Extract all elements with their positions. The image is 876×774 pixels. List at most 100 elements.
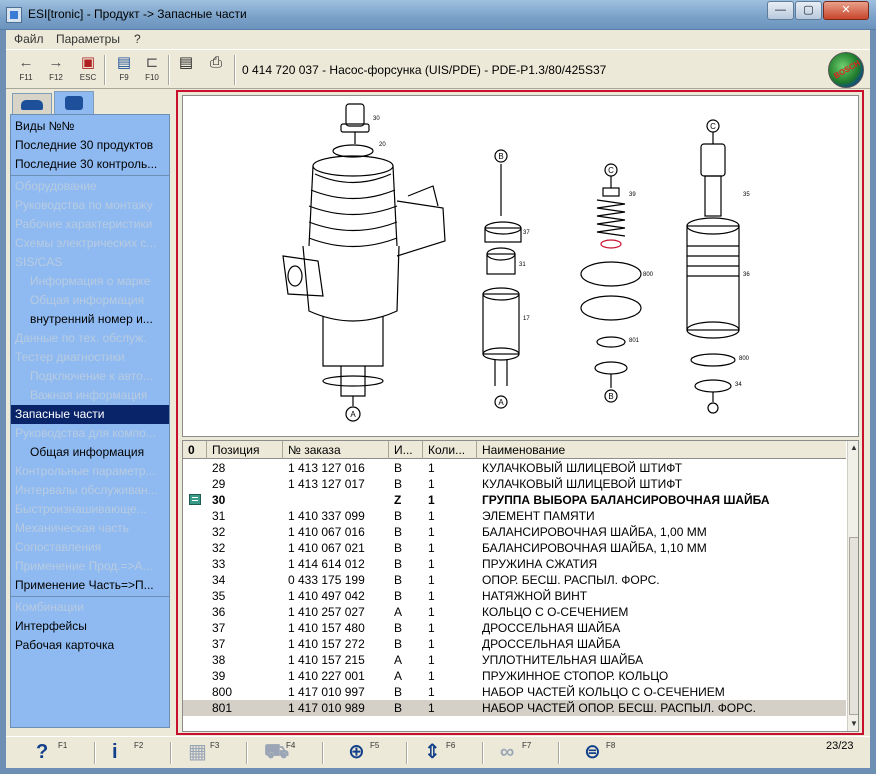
cell-code: B: [394, 557, 403, 571]
cell-qty: 1: [428, 685, 435, 699]
function-key-label: F6: [446, 741, 456, 750]
diagram-drawing: A B C A B C 30 20 37 31 17 39 800 801 35: [282, 103, 750, 422]
cell-code: B: [394, 525, 403, 539]
cell-pos: 32: [212, 541, 226, 555]
window-title: ESI[tronic] - Продукт -> Запасные части: [28, 7, 247, 21]
split-button[interactable]: ⇕F6: [424, 740, 458, 766]
column-header-position[interactable]: Позиция: [207, 441, 283, 459]
app-icon: [6, 7, 22, 23]
nav-item[interactable]: Последние 30 продуктов: [15, 138, 154, 152]
list-button[interactable]: ▤ F9: [110, 53, 138, 87]
tab-product[interactable]: [54, 91, 94, 115]
cell-name: ДРОССЕЛЬНАЯ ШАЙБА: [482, 621, 621, 635]
column-header-name[interactable]: Наименование: [482, 443, 566, 457]
nav-item: Тестер диагностики: [15, 350, 125, 364]
tree-button[interactable]: ⊏ F10: [138, 53, 166, 87]
svg-text:31: 31: [519, 262, 526, 268]
calculator-button: ▦F3: [188, 740, 222, 766]
column-header-order[interactable]: № заказа: [283, 441, 389, 459]
cell-pos: 29: [212, 477, 226, 491]
esc-icon: ▣: [80, 54, 96, 71]
minimize-button[interactable]: —: [767, 1, 794, 20]
cart-button: ⛟F4: [264, 740, 298, 766]
title-bar: ESI[tronic] - Продукт -> Запасные части …: [0, 0, 876, 30]
esc-button[interactable]: ▣ ESC: [74, 53, 102, 87]
car-icon: [21, 100, 43, 110]
back-button[interactable]: ← F11: [12, 53, 40, 87]
nav-item: Механическая часть: [15, 521, 130, 535]
svg-text:37: 37: [523, 230, 530, 236]
svg-text:34: 34: [735, 382, 742, 388]
cell-code: A: [394, 653, 403, 667]
toolbar-separator: [406, 742, 408, 764]
nav-item[interactable]: Интерфейсы: [15, 619, 87, 633]
maximize-button[interactable]: ▢: [795, 1, 822, 20]
forward-button[interactable]: → F12: [42, 53, 70, 87]
cell-name: КУЛАЧКОВЫЙ ШЛИЦЕВОЙ ШТИФТ: [482, 477, 683, 491]
scroll-thumb[interactable]: [849, 537, 858, 715]
menu-settings[interactable]: Параметры: [56, 32, 120, 46]
cell-qty: 1: [428, 525, 435, 539]
info-button[interactable]: i F2: [112, 740, 146, 766]
bosch-button[interactable]: ⊜F8: [584, 740, 618, 766]
tab-vehicle[interactable]: [12, 93, 52, 115]
svg-text:C: C: [710, 122, 716, 131]
nav-item[interactable]: Рабочая карточка: [15, 638, 115, 652]
cell-order: 1 410 227 001: [288, 669, 365, 683]
function-key-label: F2: [134, 741, 144, 750]
zoom-button[interactable]: ⊕F5: [348, 740, 382, 766]
column-header-quantity[interactable]: Коли...: [423, 441, 477, 459]
cell-name: БАЛАНСИРОВОЧНАЯ ШАЙБА, 1,00 ММ: [482, 525, 707, 539]
column-header-code[interactable]: И...: [389, 441, 423, 459]
content-frame: A B C A B C 30 20 37 31 17 39 800 801 35: [176, 90, 864, 735]
toolbar-separator: [170, 742, 172, 764]
nav-item[interactable]: внутренний номер и...: [30, 312, 153, 326]
document-button[interactable]: ▤: [172, 53, 200, 87]
parts-table: 0 Позиция № заказа И... Коли... Наименов…: [182, 440, 859, 732]
menu-file[interactable]: Файл: [14, 32, 44, 46]
cell-qty: 1: [428, 637, 435, 651]
cell-name: ОПОР. БЕСШ. РАСПЫЛ. ФОРС.: [482, 573, 660, 587]
print-button[interactable]: ⎙: [202, 53, 230, 87]
function-key-label: F7: [522, 741, 532, 750]
printer-icon: ⎙: [209, 54, 222, 71]
svg-text:B: B: [498, 152, 503, 161]
help-icon: ?: [36, 741, 49, 763]
tree-icon: ⊏: [145, 54, 159, 71]
menu-help[interactable]: ?: [134, 32, 141, 46]
nav-item[interactable]: Общая информация: [30, 445, 145, 459]
nav-item[interactable]: Виды №№: [15, 119, 75, 133]
column-header-marker[interactable]: 0: [183, 441, 207, 459]
info-icon: i: [112, 741, 118, 763]
help-button[interactable]: ?F1: [36, 740, 70, 766]
nav-item[interactable]: Последние 30 контроль...: [15, 157, 158, 171]
nav-item: Применение Прод.=>А...: [15, 559, 153, 573]
table-scrollbar[interactable]: ▲ ▼: [847, 441, 858, 731]
page-counter: 23/23: [826, 740, 854, 752]
close-button[interactable]: ✕: [823, 1, 869, 20]
cell-code: B: [394, 541, 403, 555]
nav-item[interactable]: Применение Часть=>П...: [15, 578, 154, 592]
svg-text:B: B: [608, 392, 613, 401]
scroll-down-icon[interactable]: ▼: [850, 719, 858, 728]
cell-qty: 1: [428, 493, 435, 507]
nav-item[interactable]: Запасные части: [11, 405, 169, 424]
scroll-up-icon[interactable]: ▲: [850, 443, 858, 452]
